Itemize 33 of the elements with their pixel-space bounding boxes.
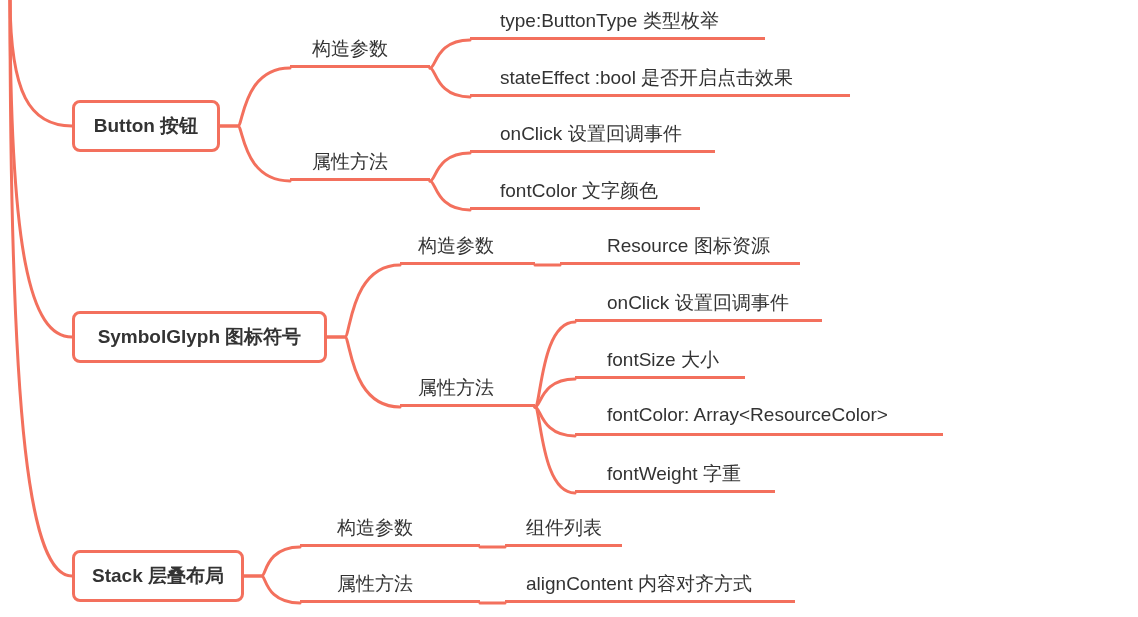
topic-box: Stack 层叠布局 [72,550,244,602]
branch-label: fontColor: Array<ResourceColor> [575,402,943,436]
branch-label: onClick 设置回调事件 [575,288,822,322]
branch-label: 属性方法 [400,373,535,407]
branch-line [478,545,507,549]
branch-line [428,38,472,70]
branch-line [428,151,472,183]
branch-line [8,0,74,578]
topic-box: Button 按钮 [72,100,220,152]
branch-label: 构造参数 [290,34,430,68]
topic-box: SymbolGlyph 图标符号 [72,311,327,363]
branch-label: type:ButtonType 类型枚举 [470,6,765,40]
branch-label: 构造参数 [300,513,480,547]
branch-label: 组件列表 [505,513,622,547]
branch-label: fontWeight 字重 [575,459,775,493]
branch-label: alignContent 内容对齐方式 [505,569,795,603]
branch-label: Resource 图标资源 [560,231,800,265]
branch-label: 属性方法 [300,569,480,603]
branch-label: stateEffect :bool 是否开启点击效果 [470,63,850,97]
branch-label: onClick 设置回调事件 [470,119,715,153]
branch-label: 属性方法 [290,147,430,181]
branch-line [533,263,562,267]
branch-label: fontSize 大小 [575,345,745,379]
branch-line [218,124,292,183]
branch-line [242,574,302,605]
branch-line [533,405,577,495]
branch-line [428,66,472,99]
branch-line [428,179,472,212]
branch-label: 构造参数 [400,231,535,265]
branch-line [325,335,402,409]
branch-line [533,377,577,409]
branch-label: fontColor 文字颜色 [470,176,700,210]
branch-line [478,601,507,605]
